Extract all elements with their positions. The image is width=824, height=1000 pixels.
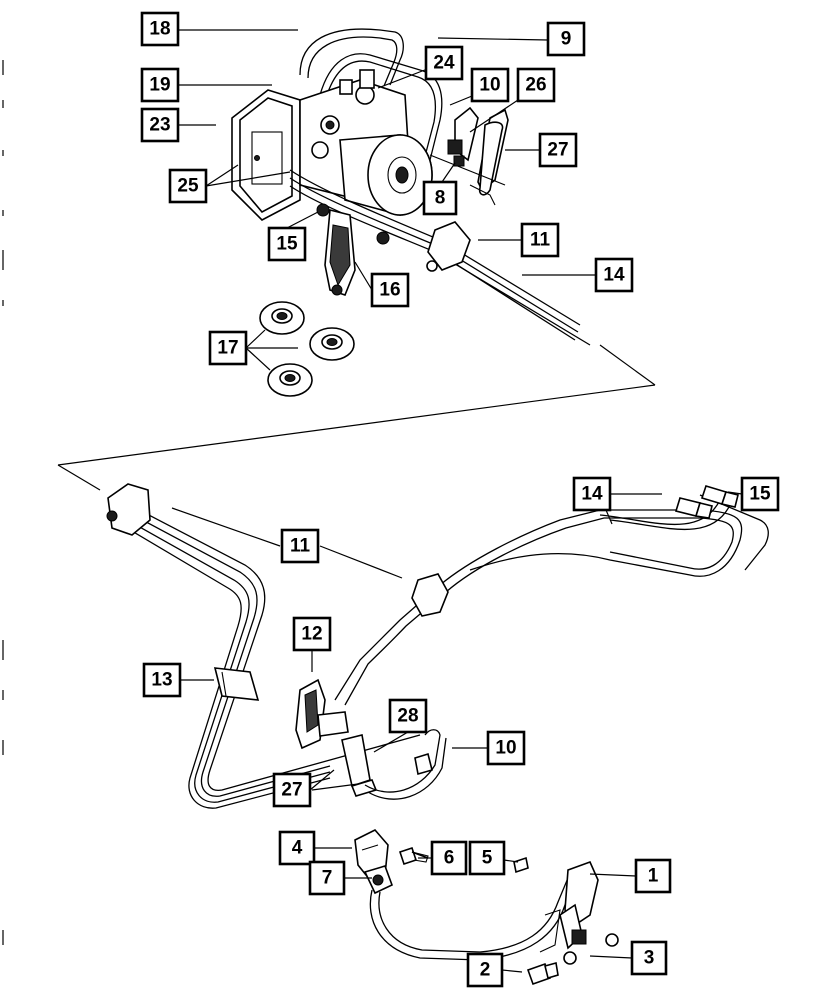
svg-text:14: 14: [603, 265, 625, 286]
svg-text:3: 3: [644, 948, 655, 969]
tube-fitting-b: [700, 485, 739, 508]
svg-text:9: 9: [561, 29, 572, 50]
callout-18: 18: [140, 11, 180, 47]
svg-text:27: 27: [281, 780, 302, 801]
svg-text:19: 19: [149, 75, 170, 96]
callout-11-lower: 11: [280, 528, 320, 564]
callout-19: 19: [140, 67, 180, 103]
svg-text:15: 15: [749, 484, 771, 505]
callout-6: 6: [430, 840, 468, 876]
svg-text:12: 12: [301, 624, 322, 645]
abs-module-assembly: [231, 28, 591, 346]
svg-text:11: 11: [290, 536, 311, 557]
tube-fitting-a: [674, 497, 713, 519]
callout-1: 1: [634, 858, 672, 894]
callout-23: 23: [140, 107, 180, 143]
svg-text:4: 4: [292, 838, 303, 859]
svg-text:10: 10: [479, 75, 500, 96]
callout-9: 9: [546, 21, 586, 57]
grommet-top: [259, 301, 305, 335]
callout-27-lower: 27: [272, 772, 312, 808]
callout-17: 17: [208, 330, 248, 366]
callout-3: 3: [630, 940, 668, 976]
callout-11-upper: 11: [520, 222, 560, 258]
svg-text:17: 17: [217, 338, 238, 359]
svg-text:27: 27: [547, 140, 568, 161]
callout-14-upper: 14: [594, 257, 634, 293]
grommet-middle: [309, 327, 355, 361]
callout-14-lower: 14: [572, 476, 612, 512]
callout-24: 24: [424, 45, 464, 81]
svg-text:7: 7: [322, 868, 333, 889]
svg-text:11: 11: [530, 230, 551, 251]
svg-text:13: 13: [151, 670, 172, 691]
callout-28: 28: [388, 698, 428, 734]
svg-text:28: 28: [397, 706, 418, 727]
grommet-bottom: [267, 363, 313, 397]
callout-27-upper: 27: [538, 132, 578, 168]
callout-25: 25: [168, 168, 208, 204]
washers-3: [563, 933, 619, 965]
callout-12: 12: [292, 616, 332, 652]
callout-10-lower: 10: [486, 730, 526, 766]
svg-text:16: 16: [379, 280, 400, 301]
svg-text:23: 23: [149, 115, 170, 136]
callout-2: 2: [466, 952, 504, 988]
brake-tube-routing: [106, 483, 769, 809]
callout-10-upper: 10: [470, 67, 510, 103]
banjo-bolt-2: [526, 961, 559, 986]
svg-text:2: 2: [480, 960, 491, 981]
callout-7: 7: [308, 860, 346, 896]
svg-text:15: 15: [276, 234, 298, 255]
callout-8: 8: [422, 180, 458, 216]
bolt-5: [513, 856, 529, 874]
leader-lines: [171, 29, 743, 973]
svg-text:10: 10: [495, 738, 516, 759]
callout-5: 5: [468, 840, 506, 876]
callout-16: 16: [370, 272, 410, 308]
svg-text:24: 24: [433, 53, 455, 74]
callout-15-upper: 15: [267, 226, 307, 262]
svg-text:14: 14: [581, 484, 603, 505]
detail-connector-lines: [57, 344, 656, 491]
bolt-6: [398, 846, 429, 866]
callout-26: 26: [516, 67, 556, 103]
brake-hose-assembly: [354, 829, 619, 986]
callout-13: 13: [142, 662, 182, 698]
svg-text:26: 26: [525, 75, 546, 96]
svg-text:6: 6: [444, 848, 455, 869]
svg-text:5: 5: [482, 848, 493, 869]
callout-4: 4: [278, 830, 316, 866]
grommets: [259, 301, 355, 397]
svg-text:25: 25: [177, 176, 199, 197]
svg-text:1: 1: [648, 866, 659, 887]
svg-text:18: 18: [149, 19, 170, 40]
callout-15-lower: 15: [740, 476, 780, 512]
svg-text:8: 8: [435, 188, 446, 209]
